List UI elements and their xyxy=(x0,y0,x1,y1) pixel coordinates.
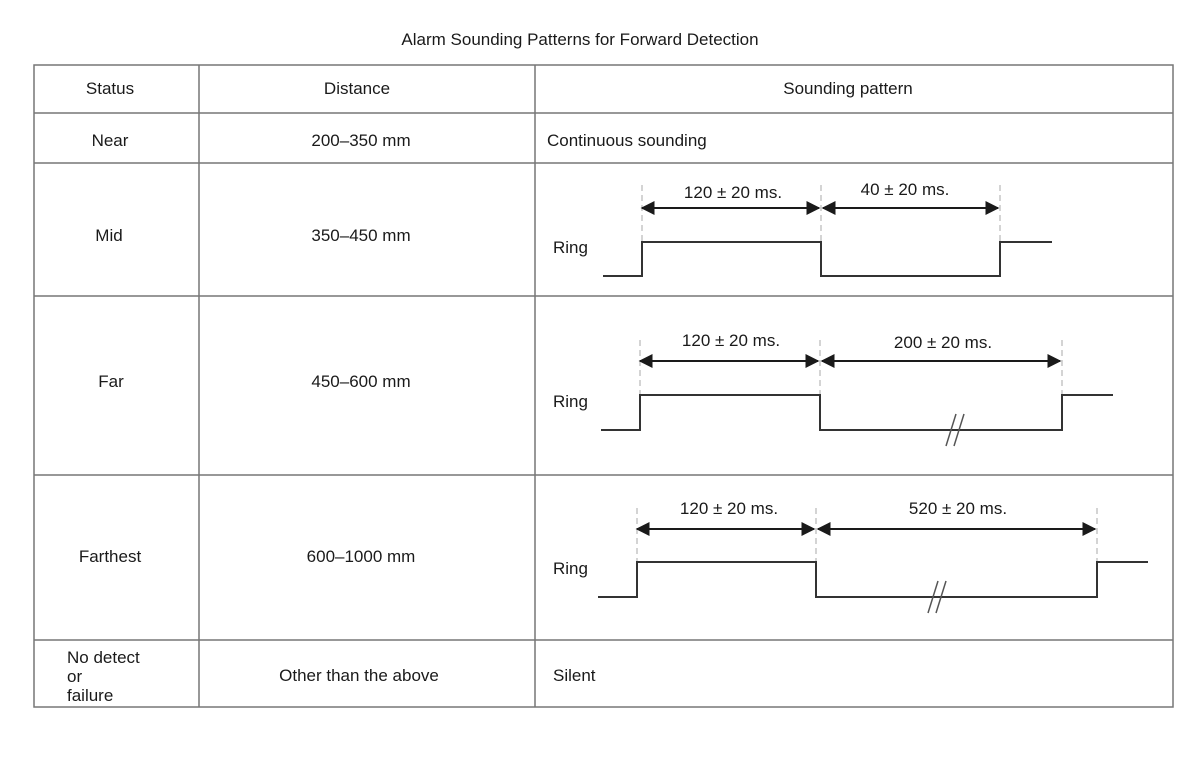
status-line: No detect xyxy=(67,648,140,667)
timing-diagram-mid: 120 ± 20 ms. 40 ± 20 ms. Ring xyxy=(553,180,1052,277)
status-line: failure xyxy=(67,686,114,705)
off-time-label: 520 ± 20 ms. xyxy=(909,499,1007,518)
timing-diagram-farthest: 120 ± 20 ms. 520 ± 20 ms. Ring xyxy=(553,499,1148,614)
status-mid: Mid xyxy=(95,226,123,245)
on-time-label: 120 ± 20 ms. xyxy=(684,183,782,202)
off-time-label: 40 ± 20 ms. xyxy=(861,180,950,199)
time-break-icon xyxy=(927,580,947,614)
pattern-silent: Silent xyxy=(553,666,596,685)
on-time-label: 120 ± 20 ms. xyxy=(680,499,778,518)
page-title: Alarm Sounding Patterns for Forward Dete… xyxy=(401,30,759,49)
distance-mid: 350–450 mm xyxy=(311,226,411,245)
signal-label: Ring xyxy=(553,559,588,578)
distance-other: Other than the above xyxy=(279,666,439,685)
status-no-detect: No detect or failure xyxy=(67,648,140,705)
signal-waveform xyxy=(598,561,1148,598)
status-near: Near xyxy=(91,131,129,150)
status-line: or xyxy=(67,667,83,686)
signal-waveform xyxy=(601,394,1113,431)
signal-waveform xyxy=(603,241,1052,277)
distance-near: 200–350 mm xyxy=(311,131,411,150)
off-time-label: 200 ± 20 ms. xyxy=(894,333,992,352)
status-far: Far xyxy=(98,372,124,391)
header-sounding-pattern: Sounding pattern xyxy=(783,79,913,98)
pattern-near: Continuous sounding xyxy=(547,131,707,150)
distance-farthest: 600–1000 mm xyxy=(306,547,416,566)
on-time-label: 120 ± 20 ms. xyxy=(682,331,780,350)
status-farthest: Farthest xyxy=(78,547,142,566)
header-distance: Distance xyxy=(323,79,391,98)
distance-far: 450–600 mm xyxy=(311,372,411,391)
header-status: Status xyxy=(85,79,135,98)
time-break-icon xyxy=(945,413,965,447)
signal-label: Ring xyxy=(553,392,588,411)
signal-label: Ring xyxy=(553,238,588,257)
timing-diagram-far: 120 ± 20 ms. 200 ± 20 ms. Ring xyxy=(553,331,1113,447)
table-border xyxy=(33,64,1174,708)
